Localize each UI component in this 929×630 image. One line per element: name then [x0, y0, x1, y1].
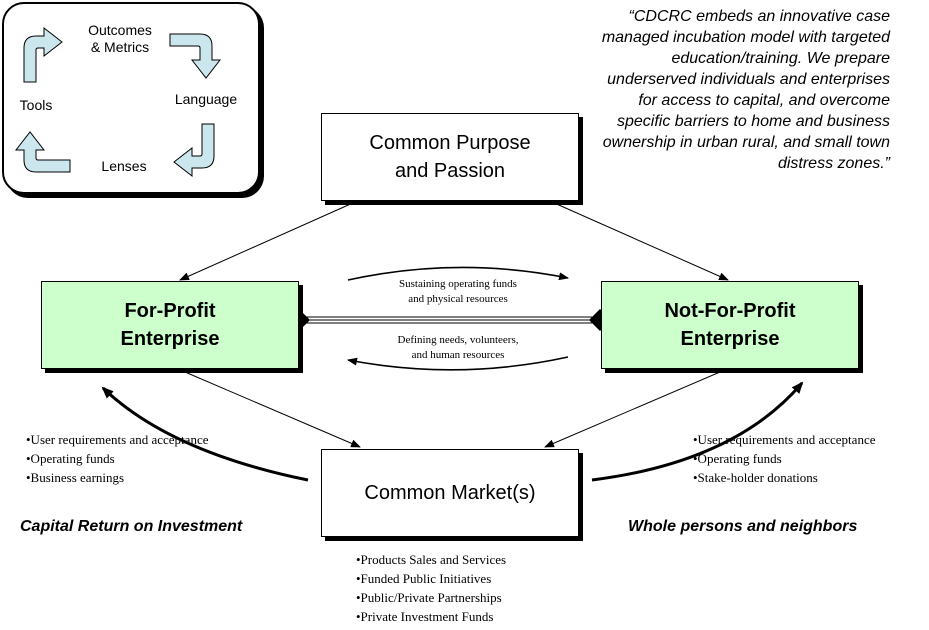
for-profit-enterprise-box: For-Profit Enterprise	[41, 281, 299, 369]
common-markets-box: Common Market(s)	[321, 449, 579, 537]
not-for-profit-line-1: Not-For-Profit	[664, 300, 796, 322]
list-item: •Operating funds	[693, 451, 782, 466]
forprofit-to-market-arrow	[184, 371, 361, 448]
for-profit-line-2: Enterprise	[120, 328, 220, 350]
purpose-to-nonprofit-arrow	[551, 201, 729, 281]
market-bullets: •Products Sales and Services •Funded Pub…	[356, 550, 506, 626]
flow-bottom-label: Defining needs, volunteers, and human re…	[397, 334, 519, 361]
list-item: •User requirements and acceptance	[693, 432, 876, 447]
cycle-lenses-label: Lenses	[101, 158, 147, 174]
list-item: •Products Sales and Services	[356, 552, 507, 567]
flow-top-label: Sustaining operating funds and physical …	[399, 278, 517, 305]
cycle-tools-label: Tools	[19, 97, 53, 113]
list-item: •Operating funds	[26, 451, 115, 466]
list-item: •Stake-holder donations	[693, 470, 818, 485]
cycle-outcomes-label: Outcomes & Metrics	[88, 22, 152, 55]
purpose-to-forprofit-arrow	[179, 201, 356, 281]
list-item: •Funded Public Initiatives	[356, 571, 492, 586]
for-profit-bullets: •User requirements and acceptance •Opera…	[26, 430, 208, 487]
cycle-arrow-up-right-icon	[23, 26, 63, 83]
not-for-profit-enterprise-box: Not-For-Profit Enterprise	[601, 281, 859, 369]
market-to-forprofit-curve-arrow	[101, 386, 309, 482]
common-purpose-line-1: Common Purpose	[369, 132, 531, 154]
enterprise-link	[288, 309, 611, 331]
cycle-arrows	[14, 26, 222, 178]
cycle-arrow-left-up-icon	[14, 131, 71, 173]
not-for-profit-line-2: Enterprise	[680, 328, 780, 350]
list-item: •User requirements and acceptance	[26, 432, 209, 447]
flow-top-curve-arrow	[347, 266, 569, 281]
cycle-arrow-down-left-icon	[173, 123, 215, 178]
list-item: •Private Investment Funds	[356, 609, 494, 624]
flow-bottom-curve-arrow	[347, 356, 569, 371]
common-markets-label: Common Market(s)	[364, 482, 536, 504]
left-caption: Capital Return on Investment	[20, 518, 243, 535]
list-item: •Public/Private Partnerships	[356, 590, 502, 605]
common-purpose-line-2: and Passion	[394, 160, 506, 182]
cycle-arrow-right-down-icon	[169, 33, 222, 79]
common-purpose-box: Common Purpose and Passion	[321, 113, 579, 201]
nonprofit-to-market-arrow	[544, 371, 721, 448]
cycle-language-label: Language	[174, 91, 238, 107]
not-for-profit-bullets: •User requirements and acceptance •Opera…	[693, 430, 875, 487]
mission-quote: “CDCRC embeds an innovative case managed…	[601, 8, 890, 172]
list-item: •Business earnings	[26, 470, 125, 485]
market-to-nonprofit-curve-arrow	[591, 381, 804, 482]
for-profit-line-1: For-Profit	[124, 300, 216, 322]
right-caption: Whole persons and neighbors	[628, 518, 858, 535]
